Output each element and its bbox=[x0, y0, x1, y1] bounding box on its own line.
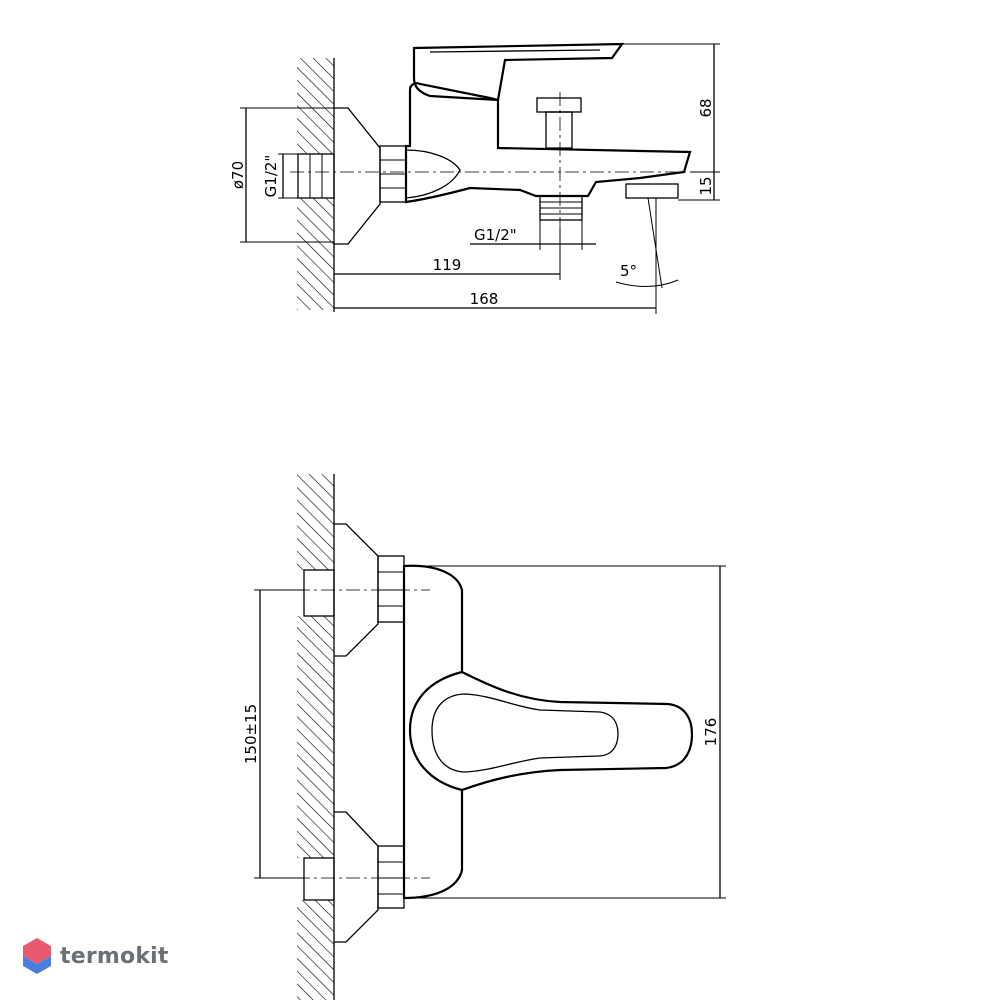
lever-handle bbox=[412, 42, 625, 102]
brand-logo-icon bbox=[23, 938, 51, 974]
dim-total-length-label: 168 bbox=[470, 290, 499, 308]
wall-hatch-top bbox=[297, 58, 335, 312]
flange bbox=[334, 107, 381, 245]
lever-inner bbox=[431, 693, 619, 773]
dim-angle: 5° bbox=[615, 197, 679, 289]
dim-thread-wall-label: G1/2" bbox=[262, 155, 280, 198]
dim-height-bottom-label: 15 bbox=[697, 176, 715, 195]
mixer-body-front bbox=[402, 564, 464, 900]
brand-logo: termokit bbox=[22, 935, 169, 977]
dim-thread-outlet-label: G1/2" bbox=[474, 226, 517, 244]
dim-angle-label: 5° bbox=[620, 262, 637, 280]
dim-height-bottom: 15 bbox=[678, 172, 720, 201]
wall-hatch-bottom bbox=[297, 474, 335, 1000]
dim-width-label: 176 bbox=[702, 718, 720, 747]
side-view: ø70 G1/2" 68 15 G1/2" bbox=[229, 42, 720, 314]
dim-diameter-label: ø70 bbox=[229, 161, 247, 189]
aerator bbox=[625, 183, 679, 199]
dim-total-length: 168 bbox=[334, 198, 657, 314]
mixer-body bbox=[404, 82, 692, 204]
flange-lower bbox=[334, 811, 379, 943]
dim-diameter: ø70 bbox=[229, 107, 334, 243]
wall-pipe bbox=[297, 153, 335, 199]
wall-pipe-lower bbox=[303, 857, 335, 901]
dim-height-top-label: 68 bbox=[697, 98, 715, 117]
wall-pipe-upper bbox=[303, 569, 335, 617]
body-curve bbox=[405, 149, 461, 199]
dim-height-top: 68 bbox=[622, 43, 720, 173]
outlet-thread bbox=[539, 195, 583, 221]
dim-spacing-label: 150±15 bbox=[242, 704, 260, 764]
dim-thread-outlet: G1/2" bbox=[470, 220, 596, 250]
hex-nut bbox=[379, 145, 407, 203]
lever-front bbox=[461, 671, 694, 792]
diverter-knob bbox=[536, 97, 582, 149]
hex-nut-lower bbox=[377, 845, 405, 909]
front-view: 150±15 176 bbox=[242, 474, 726, 1000]
brand-name: termokit bbox=[60, 943, 169, 969]
dim-spacing: 150±15 bbox=[242, 589, 304, 879]
hex-nut-upper bbox=[377, 555, 405, 623]
dim-thread-wall: G1/2" bbox=[262, 153, 298, 199]
dim-outlet-offset: 119 bbox=[334, 228, 561, 280]
dim-width: 176 bbox=[404, 565, 726, 899]
dim-outlet-offset-label: 119 bbox=[433, 256, 462, 274]
